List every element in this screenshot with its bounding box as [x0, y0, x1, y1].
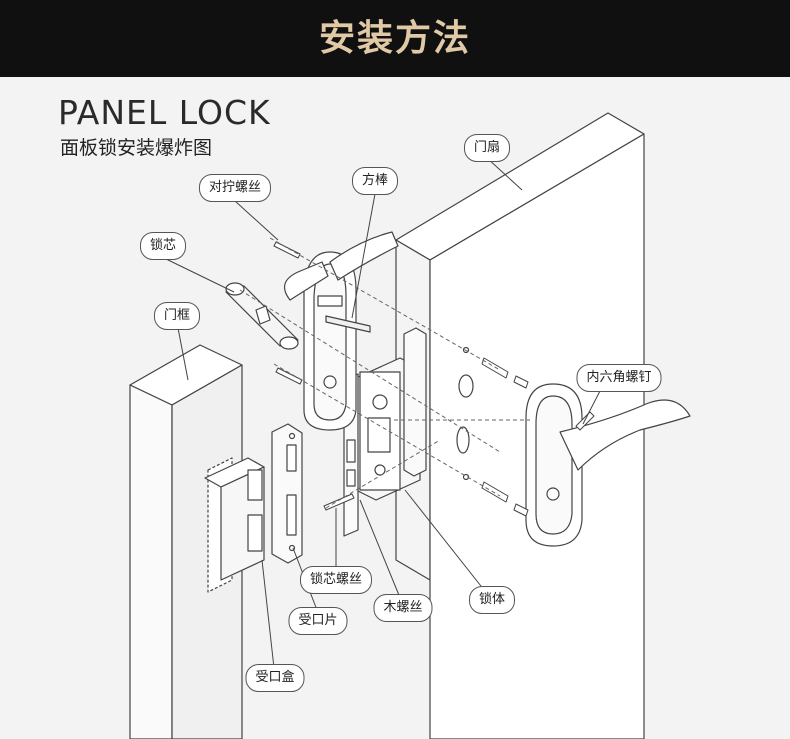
label-door-frame: 门框 [153, 302, 201, 330]
label-wood-screw: 木螺丝 [373, 594, 433, 622]
label-strike-box: 受口盒 [245, 664, 305, 692]
header-bar [0, 0, 790, 77]
lock-cylinder-drawing [225, 282, 299, 350]
strike-box-drawing [204, 457, 265, 581]
back-handle-drawing [525, 383, 691, 547]
diagram-title-english: PANEL LOCK [58, 93, 271, 132]
label-counter-screw: 对拧螺丝 [198, 174, 272, 202]
diagram-title-chinese: 面板锁安装爆炸图 [60, 137, 213, 159]
label-square-spindle: 方棒 [351, 167, 399, 195]
counter-screws-drawing [273, 241, 303, 385]
square-spindle-drawing [325, 315, 371, 333]
sleeves-drawing [481, 357, 595, 517]
label-lock-body: 锁体 [468, 586, 516, 614]
cylinder-screw-drawing [323, 493, 355, 511]
label-hex-screw: 内六角螺钉 [576, 364, 662, 392]
front-handle-drawing [283, 231, 399, 431]
label-strike-plate: 受口片 [288, 607, 348, 635]
header-title: 安装方法 [318, 18, 471, 59]
strike-plate-drawing [271, 423, 303, 564]
face-plate-drawing [403, 327, 427, 477]
label-cylinder-screw: 锁芯螺丝 [299, 566, 373, 594]
label-door-leaf: 门扇 [463, 134, 511, 162]
label-lock-cylinder: 锁芯 [139, 232, 187, 260]
